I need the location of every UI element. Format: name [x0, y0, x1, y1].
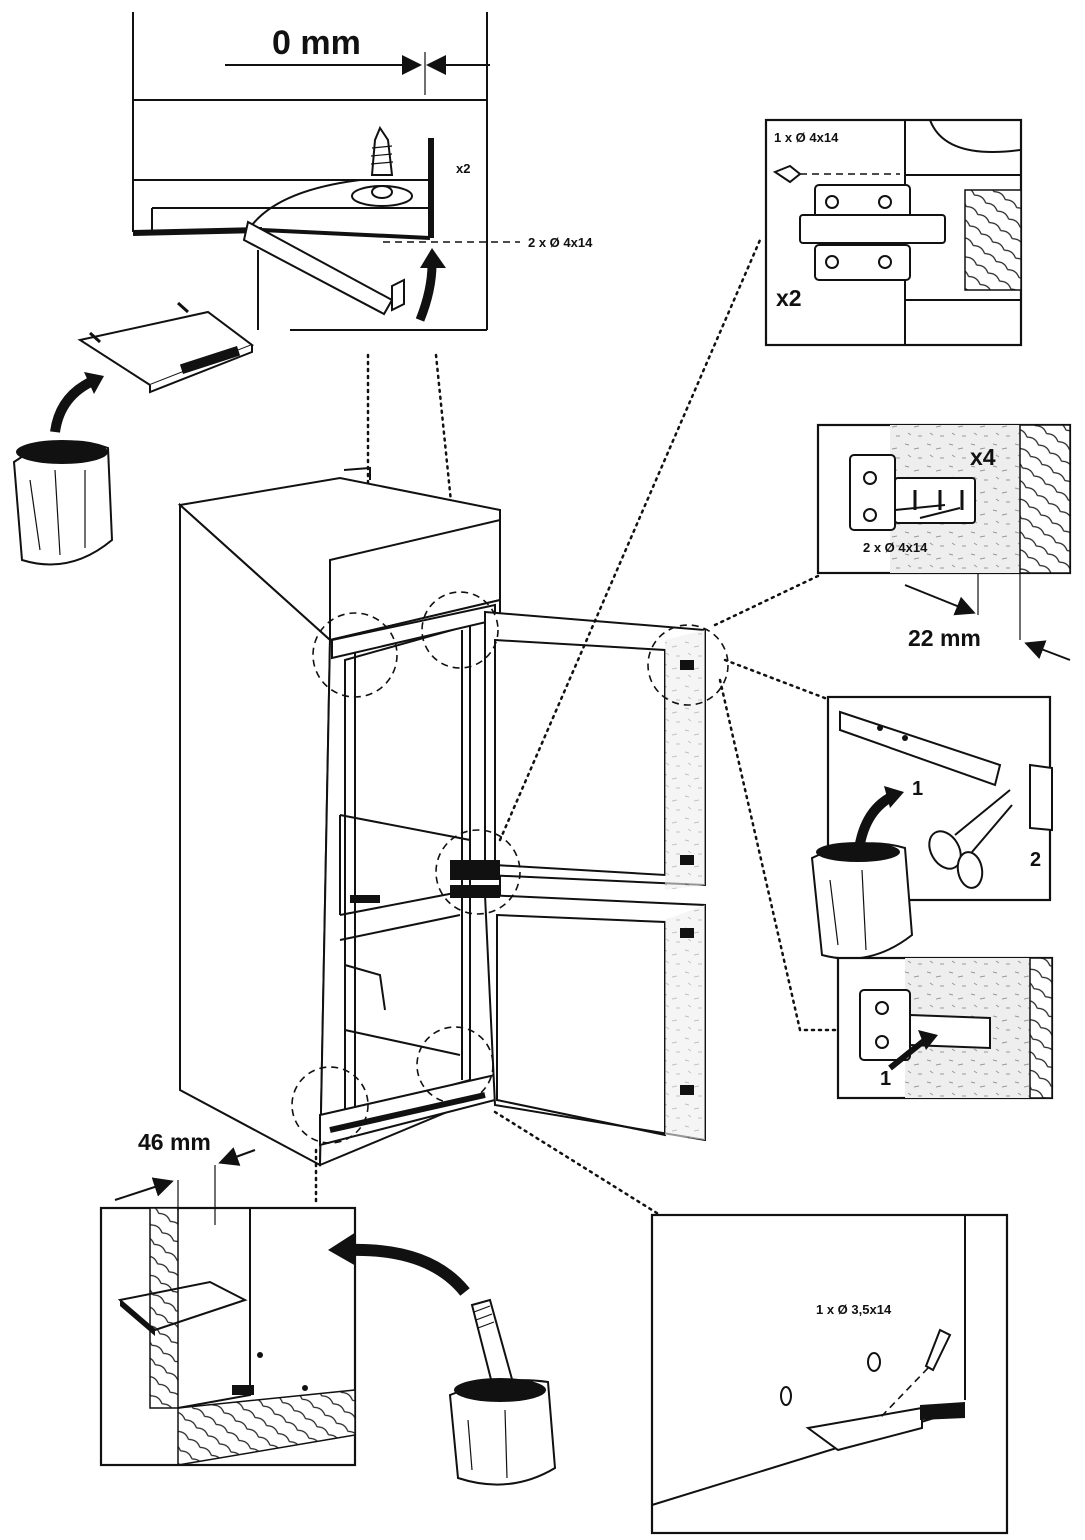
clip-panel: 1: [836, 956, 1054, 1100]
accessory-bag-icon: [448, 1378, 557, 1486]
floor-screw-label: 1 x Ø 3,5x14: [816, 1302, 892, 1317]
top-qty-label: x2: [456, 161, 470, 176]
hinge-screw-label: 1 x Ø 4x14: [774, 130, 839, 145]
upper-door: [484, 610, 706, 890]
detail-circle-hinge: [435, 829, 521, 915]
side-gap-label: 22 mm: [908, 625, 981, 651]
accessory-bag-icon: [810, 842, 914, 960]
bracket-qty-label: x4: [970, 444, 996, 470]
detail-circle-bottom-right: [416, 1026, 494, 1104]
detail-circle-top-left: [312, 612, 398, 698]
bottom-gap-label: 46 mm: [138, 1129, 211, 1155]
hinge-panel: 1 x Ø 4x14 x2: [764, 118, 1023, 347]
curved-arrow-icon: [349, 1243, 470, 1296]
accessory-bag-icon: [12, 440, 114, 566]
rotate-arrow-icon: [415, 263, 437, 322]
scissors-icon: [928, 789, 1013, 889]
screw-icon: [924, 1328, 952, 1372]
floor-bracket-panel: 1 x Ø 3,5x14: [650, 1213, 1009, 1535]
cover-flap: [242, 220, 394, 316]
step-one-a-label: 1: [912, 778, 923, 800]
plinth-panel: [99, 1206, 357, 1467]
fridge-cabinet: [177, 466, 501, 1167]
hinge-qty-label: x2: [776, 285, 802, 311]
step-one-b-label: 1: [880, 1068, 891, 1090]
bracket-panel: x4 2 x Ø 4x14: [816, 423, 1072, 575]
step-two-label: 2: [1030, 849, 1041, 871]
detail-circle-top-right: [421, 591, 499, 669]
top-screws-label: 2 x Ø 4x14: [528, 235, 593, 250]
middle-hinge: [450, 860, 500, 880]
bracket-screws-label: 2 x Ø 4x14: [863, 540, 928, 555]
detail-circle-bottom-left: [291, 1066, 369, 1144]
cabinet-badge: [350, 895, 380, 903]
cover-part: [77, 301, 255, 394]
side-panel-edge: [428, 138, 434, 238]
top-fixing-detail: 0 mm x2 2 x Ø 4x14: [132, 12, 593, 331]
lower-door: [483, 893, 706, 1142]
curved-arrow-icon: [50, 375, 98, 433]
top-gap-label: 0 mm: [272, 24, 361, 62]
detail-circle-door: [647, 624, 729, 706]
screw-icon: [351, 125, 413, 207]
